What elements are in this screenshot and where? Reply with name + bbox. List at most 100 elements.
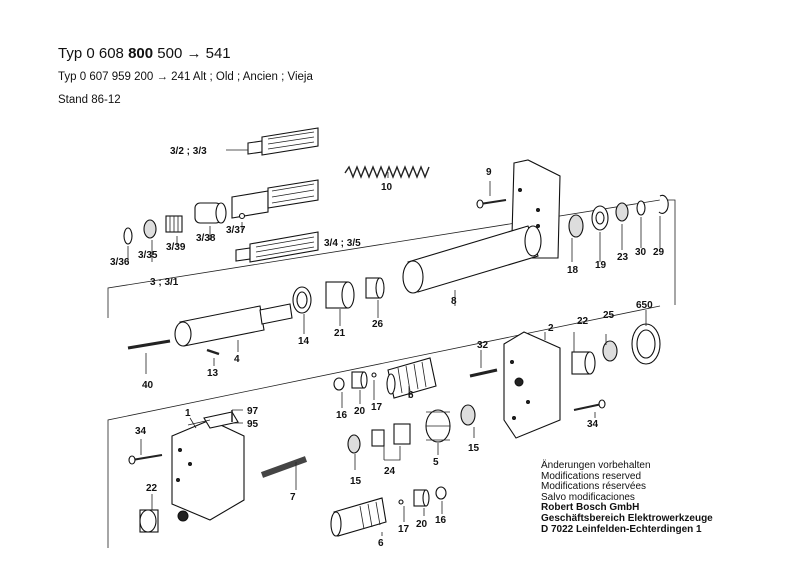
- snap-ring-3-36: [123, 227, 133, 245]
- label-16-upper: 16: [336, 410, 348, 421]
- label-26: 26: [372, 319, 384, 330]
- label-18: 18: [567, 265, 579, 276]
- stand-date: Stand 86-12: [58, 94, 121, 106]
- ball-3-37: [238, 212, 246, 220]
- bearing-20-lower: [413, 489, 430, 507]
- ball-17-upper: [371, 372, 377, 378]
- label-8: 8: [451, 296, 457, 307]
- washer-23: [615, 202, 629, 222]
- snap-ring-29: [658, 194, 669, 214]
- washer-18: [568, 214, 584, 238]
- label-34-left: 34: [135, 426, 147, 437]
- label-17-lower: 17: [398, 524, 410, 535]
- screw-9: [476, 199, 507, 209]
- needle-26: [365, 277, 385, 299]
- label-3-38: 3/38: [196, 233, 216, 244]
- label-21: 21: [334, 328, 346, 339]
- shaft-3-37: [231, 179, 319, 219]
- type-suffix: 500 → 541: [157, 45, 231, 62]
- label-15-right: 15: [468, 443, 480, 454]
- ring-30: [636, 200, 646, 216]
- washer-15-right: [460, 404, 476, 426]
- label-34-right: 34: [587, 419, 599, 430]
- label-3-37: 3/37: [226, 225, 246, 236]
- sleeve-3-38: [194, 202, 227, 224]
- label-650: 650: [636, 300, 653, 311]
- old-type-line: Typ 0 607 959 200 → 241 Alt ; Old ; Anci…: [58, 71, 313, 83]
- company-division: Geschäftsbereich Elektrowerkzeuge: [541, 512, 713, 524]
- pin-32: [469, 368, 498, 378]
- shaft-3-4: [235, 231, 319, 263]
- note-en: Modifications reserved: [541, 470, 642, 482]
- label-29: 29: [653, 247, 665, 258]
- label-22-upper: 22: [577, 316, 589, 327]
- screw-34-left: [128, 454, 163, 465]
- label-9: 9: [486, 167, 492, 178]
- label-6-upper: 6: [408, 390, 414, 401]
- label-3-39: 3/39: [166, 242, 186, 253]
- label-20-upper: 20: [354, 406, 366, 417]
- label-14: 14: [298, 336, 310, 347]
- label-16-lower: 16: [435, 515, 447, 526]
- company-name: Robert Bosch GmbH: [541, 502, 640, 514]
- pin-13: [206, 348, 220, 356]
- company-address: D 7022 Leinfelden-Echterdingen 1: [541, 523, 702, 535]
- note-fr: Modifications réservées: [541, 481, 647, 493]
- gear-shaft-6-upper: [386, 357, 437, 399]
- bearing-14: [292, 286, 312, 314]
- note-es: Salvo modificaciones: [541, 491, 635, 503]
- shaft-7: [260, 456, 308, 478]
- gear-shaft-6-lower: [330, 497, 387, 537]
- label-3-35: 3/35: [138, 250, 158, 261]
- label-3-2: 3/2 ; 3/3: [170, 146, 207, 157]
- label-4: 4: [234, 354, 240, 365]
- bushing-16-lower: [435, 486, 447, 500]
- label-40: 40: [142, 380, 154, 391]
- note-de: Änderungen vorbehalten: [541, 460, 651, 471]
- washer-15-left: [347, 434, 361, 454]
- label-1: 1: [185, 408, 191, 419]
- tube-8: [402, 225, 542, 294]
- gear-5: [425, 409, 451, 443]
- label-17-upper: 17: [371, 402, 383, 413]
- bearing-21: [325, 281, 355, 309]
- screw-34-right: [573, 399, 606, 411]
- label-19: 19: [595, 260, 607, 271]
- needle-24: [371, 423, 411, 447]
- label-25: 25: [603, 310, 615, 321]
- spring-3-39: [165, 215, 183, 233]
- type-title: Typ 0 608 800 500 → 541: [58, 45, 231, 62]
- label-7: 7: [290, 492, 296, 503]
- label-95: 95: [247, 419, 259, 430]
- label-13: 13: [207, 368, 219, 379]
- washer-3-35: [143, 219, 157, 239]
- label-3-4: 3/4 ; 3/5: [324, 238, 361, 249]
- label-10: 10: [381, 182, 393, 193]
- bearing-22-upper: [571, 351, 596, 375]
- label-3-36: 3/36: [110, 257, 130, 268]
- type-bold: 800: [128, 45, 154, 62]
- label-24: 24: [384, 466, 396, 477]
- frame-line-lower: [107, 305, 661, 548]
- label-97: 97: [247, 406, 259, 417]
- label-20-lower: 20: [416, 519, 428, 530]
- bearing-20-upper: [351, 371, 368, 389]
- label-2: 2: [548, 323, 554, 334]
- type-prefix: Typ 0 608: [58, 45, 124, 62]
- ball-17-lower: [398, 499, 404, 505]
- label-23: 23: [617, 252, 629, 263]
- housing-2: [503, 331, 561, 439]
- label-3-1: 3 ; 3/1: [150, 277, 179, 288]
- bearing-22-lower: [139, 509, 159, 533]
- plate-95: [203, 411, 239, 429]
- frame-line-upper: [107, 199, 676, 318]
- label-30: 30: [635, 247, 647, 258]
- label-22-lower: 22: [146, 483, 158, 494]
- notes-block: Änderungen vorbehalten Modifications res…: [541, 460, 713, 535]
- washer-25: [602, 340, 618, 362]
- housing-1: [171, 419, 245, 521]
- label-32: 32: [477, 340, 489, 351]
- shaft-3-2: [247, 127, 319, 156]
